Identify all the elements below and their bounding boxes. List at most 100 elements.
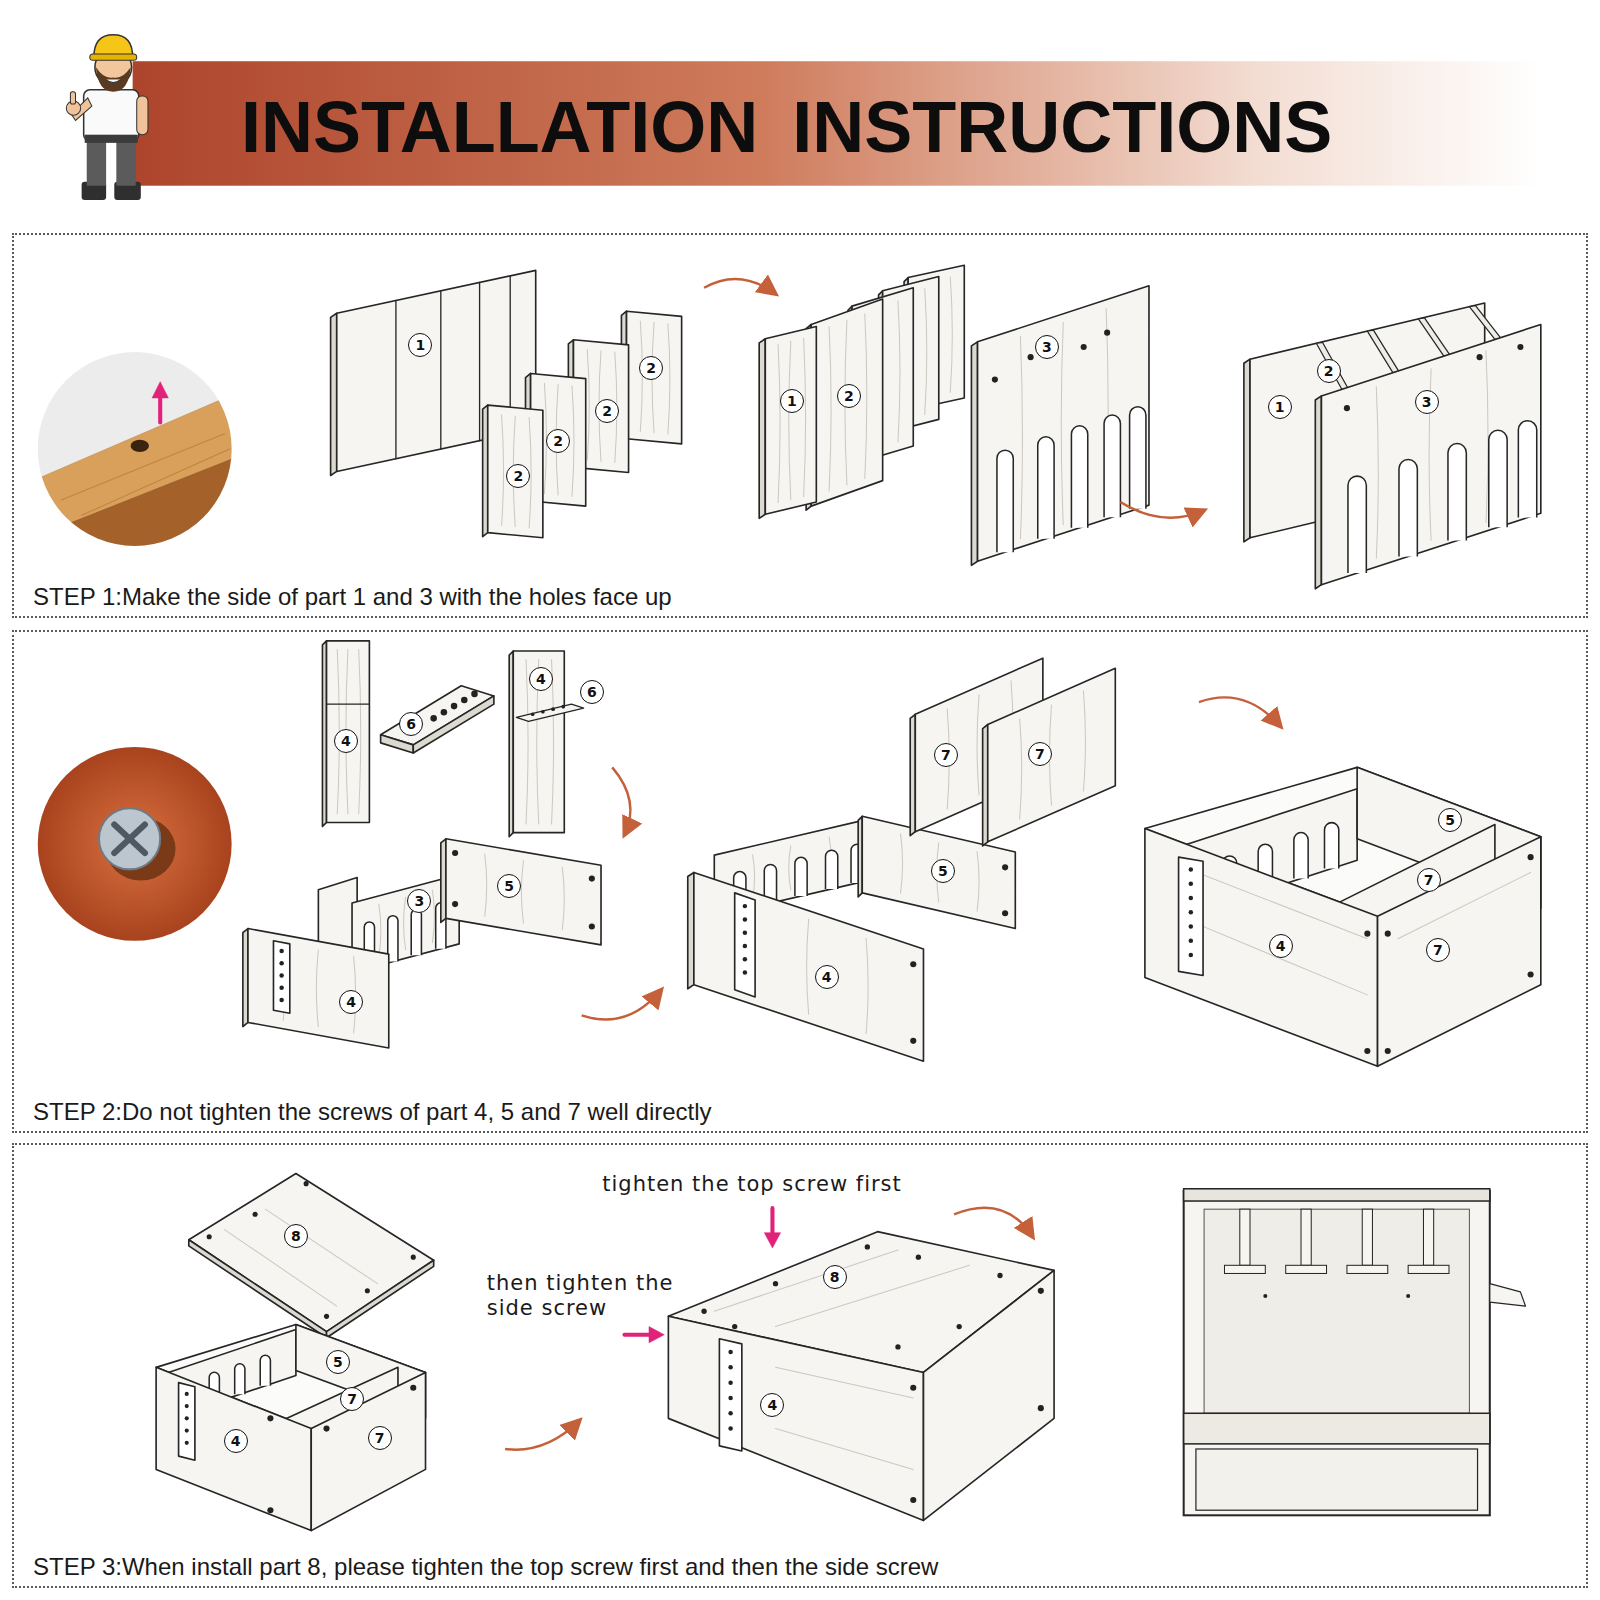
screw-hole: [992, 377, 998, 383]
screw-hole: [1189, 896, 1193, 900]
wood-grain: [789, 845, 791, 890]
wood-grain: [265, 1209, 377, 1283]
screw-hole: [728, 1426, 732, 1430]
screw-hole: [701, 1309, 706, 1314]
screw-hole: [410, 1385, 416, 1391]
wood-board: [248, 929, 389, 1048]
wood-grain: [61, 434, 224, 500]
screw-hole: [1038, 1405, 1044, 1411]
board-slot: [1130, 407, 1146, 509]
board-slot: [1324, 823, 1338, 869]
screw-hole: [1263, 1294, 1267, 1298]
callout-number: 7: [1028, 742, 1052, 766]
callout-number: 7: [368, 1426, 392, 1450]
flow-arrow: [505, 1420, 579, 1449]
wood-board: [988, 668, 1116, 841]
screw-hole: [743, 930, 747, 934]
board-edge: [1244, 359, 1250, 542]
wood-grain: [404, 897, 406, 950]
screw-hole: [267, 1415, 273, 1421]
wood-grain: [1020, 336, 1022, 539]
screw-hole: [324, 1314, 329, 1319]
wood-board: [327, 641, 370, 823]
wood-grain: [1184, 867, 1368, 938]
wood-grain: [562, 867, 564, 930]
worker-leg: [116, 141, 135, 186]
worker-helmet-brim: [90, 54, 137, 60]
side-board: [923, 1270, 1054, 1520]
wood-grain: [829, 326, 831, 491]
pink-arrow: [770, 1208, 774, 1235]
callout-number: 2: [639, 356, 663, 380]
callout-number: 8: [823, 1265, 847, 1289]
wood-grain: [485, 854, 487, 917]
callout-number: 7: [1417, 868, 1441, 892]
screw-hole: [728, 1365, 732, 1369]
screw-hole: [185, 1429, 189, 1433]
screw-hole: [773, 1281, 778, 1286]
pink-arrow-head: [649, 1327, 664, 1343]
callout-number: 6: [399, 712, 423, 736]
screw-hole: [185, 1441, 189, 1445]
screw-hole: [1002, 910, 1008, 916]
front-board: [156, 1367, 311, 1530]
board-slot: [411, 909, 421, 955]
divider-board: [1316, 342, 1348, 389]
screw-hole: [561, 705, 565, 709]
wood-board: [811, 299, 882, 506]
screw-hole: [304, 1181, 309, 1186]
wood-grain: [1184, 918, 1368, 995]
screw-hole: [728, 1380, 732, 1384]
screw-hole: [185, 1392, 189, 1396]
wood-grain: [776, 1429, 914, 1470]
wood-grain: [898, 301, 900, 443]
callout-number: 2: [506, 464, 530, 488]
board-slot: [795, 857, 807, 896]
screw-hole: [916, 1254, 921, 1259]
callout-number: 3: [407, 889, 431, 913]
screw-hole: [895, 1344, 900, 1349]
board-edge: [381, 735, 414, 753]
screw-hole: [279, 973, 283, 977]
screw-hole: [471, 691, 478, 698]
cabinet-drawer: [1196, 1449, 1478, 1510]
screw-hole: [728, 1396, 732, 1400]
wood-grain: [776, 1265, 970, 1326]
bracket-board: [516, 704, 583, 721]
screw-hole: [365, 1288, 370, 1293]
screw-hole: [323, 1426, 329, 1432]
callout-number: 7: [934, 743, 958, 767]
wood-grain: [502, 415, 504, 526]
callout-number: 3: [1415, 390, 1439, 414]
board-edge: [688, 872, 694, 988]
wood-grain: [901, 833, 903, 893]
callout-number: 4: [339, 990, 363, 1014]
board-slot: [997, 450, 1013, 552]
flow-arrow: [582, 990, 662, 1020]
screw-hole: [253, 1212, 258, 1217]
screw-hole: [589, 923, 595, 929]
wood-grain: [925, 288, 927, 415]
wood-grain: [668, 323, 670, 434]
board-slot: [826, 850, 838, 889]
wood-grain: [82, 449, 230, 515]
wood-grain: [1061, 322, 1063, 525]
screw-hole: [279, 949, 283, 953]
screw-hole: [865, 1244, 870, 1249]
screw-hole: [1517, 344, 1523, 350]
callout-number: 4: [529, 667, 553, 691]
wood-grain: [866, 938, 868, 1034]
screw-hole: [279, 986, 283, 990]
screw-hole: [1477, 354, 1483, 360]
wood-board: [1179, 857, 1203, 975]
screw-head: [99, 808, 160, 869]
step-panel: STEP 2:Do not tighten the screws of part…: [12, 630, 1588, 1133]
cabinet-back: [1204, 1209, 1469, 1413]
screw-hole: [452, 901, 458, 907]
screw-hole: [1189, 881, 1193, 885]
board-edge: [327, 1260, 434, 1338]
cabinet-hook: [1347, 1265, 1388, 1273]
cabinet-hook: [1301, 1209, 1311, 1265]
